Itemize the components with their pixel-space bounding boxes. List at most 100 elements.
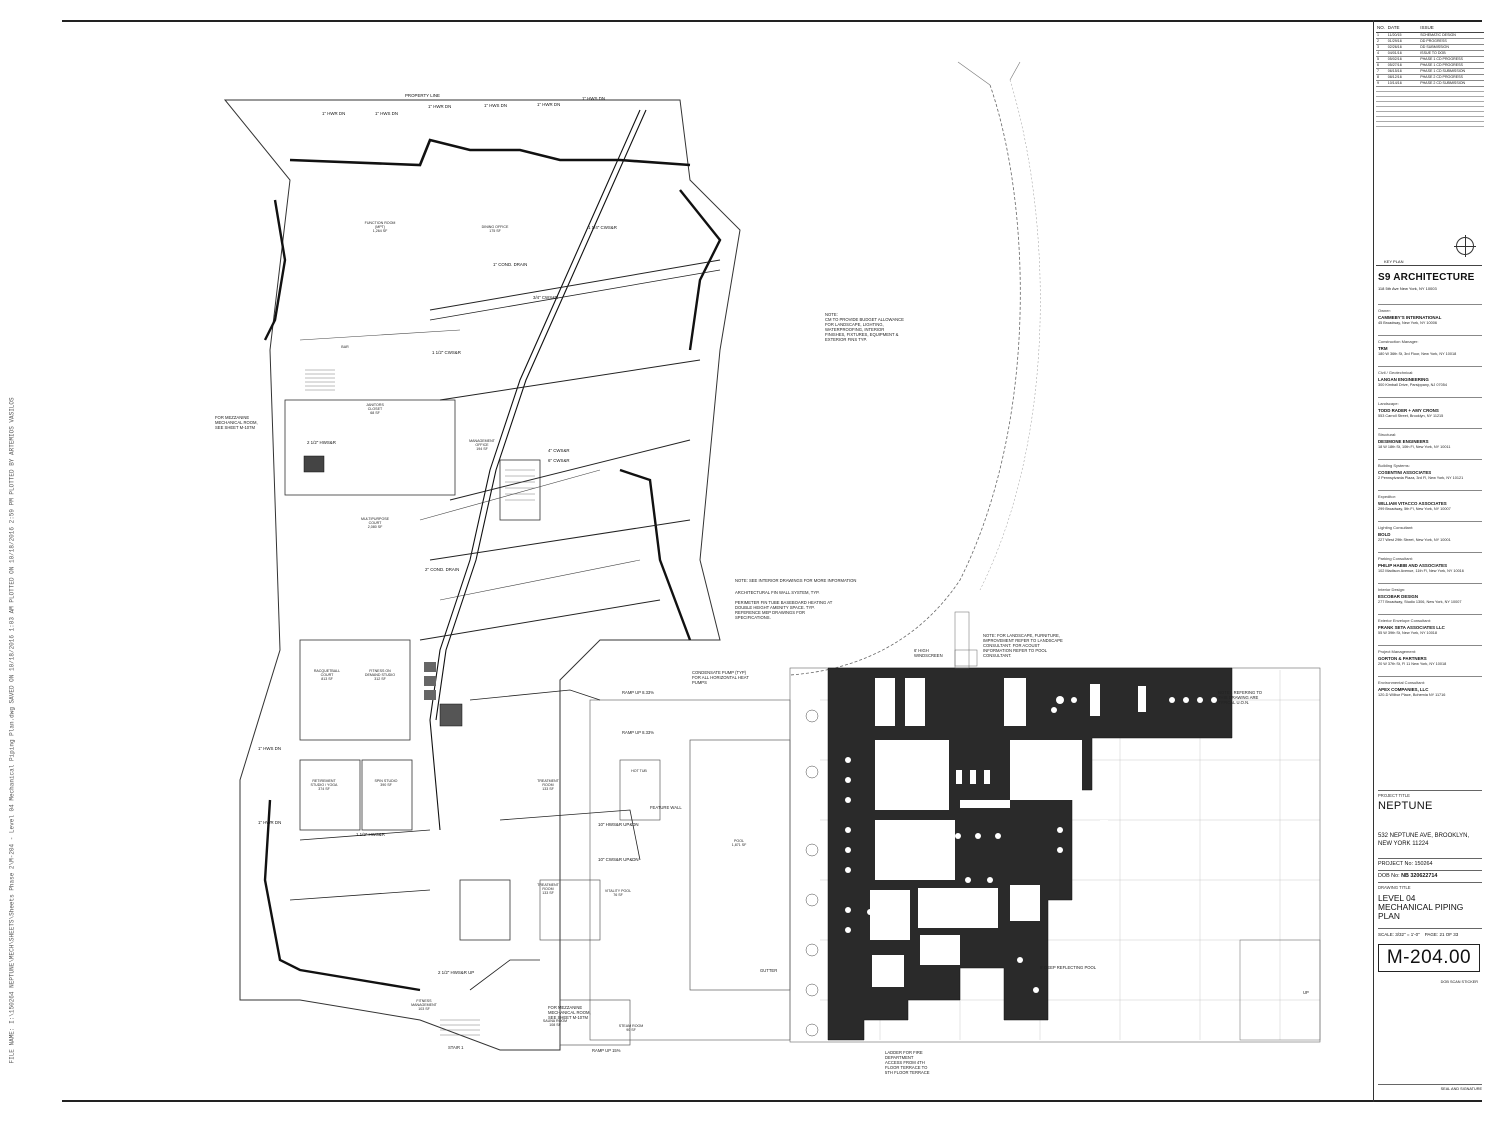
consultant-role: Exterior Envelope Consultant: (1378, 618, 1431, 623)
project-title-label: PROJECT TITLE (1378, 790, 1482, 798)
room-wall (361, 759, 413, 831)
consultant-firm: TRM (1378, 346, 1388, 351)
pipe-label: 1 1/2" HWS&R (356, 832, 385, 837)
grid-line (957, 61, 991, 86)
room-label: SAUNA ROOM 108 SF (542, 1019, 568, 1027)
room-label: RETIREMENT STUDIO / YOGA 374 SF (310, 779, 338, 791)
drawing-title-label: DRAWING TITLE (1378, 881, 1482, 890)
revision-date: 04/01/16 (1386, 50, 1420, 57)
revision-blank-row (1376, 112, 1484, 117)
revision-issue: PHASE 2 CD SUBMISSION (1419, 80, 1484, 87)
hot-tub-wall (619, 759, 661, 821)
consultant-firm: CAMMEBY'S INTERNATIONAL (1378, 315, 1442, 320)
drawing-title-line-3: PLAN (1378, 910, 1400, 921)
revision-no: 7 (1376, 68, 1387, 75)
windscreen-label: 6' HIGH WINDSCREEN (914, 648, 943, 659)
room-label: RACQUETBALL COURT 813 SF (313, 669, 341, 681)
consultant-role: Lighting Consultant: (1378, 525, 1414, 530)
consultant-firm: COSENTINI ASSOCIATES (1378, 470, 1432, 475)
sauna-wall (559, 999, 631, 1046)
stair-wall (499, 459, 541, 521)
room-label: DINING OFFICE 175 SF (481, 225, 509, 233)
pipe-label: 1 1/4" CWS&R (588, 225, 617, 230)
consultant-role: Project Management: (1378, 649, 1417, 654)
scale-row: SCALE: 3/32" = 1'-0" PAGE: 21 OF 33 (1378, 928, 1482, 938)
pipe-label: 10" HWS&R UP&DN (598, 822, 639, 827)
room-wall (459, 879, 511, 941)
ladder-note: LADDER FOR FIRE DEPARTMENT ACCESS FROM 4… (885, 1050, 930, 1076)
mechanical-unit (303, 455, 325, 473)
budget-allowance-note: NOTE: CM TO PROVIDE BUDGET ALLOWANCE FOR… (825, 312, 904, 343)
consultant-entry: Parking Consultant:PHILIP HABIB AND ASSO… (1378, 552, 1482, 583)
north-facade (289, 138, 691, 167)
pipe-branch (469, 959, 540, 991)
southwest-facade (263, 799, 421, 992)
stair-label: STAIR 1 (448, 1045, 464, 1050)
room-label: JANITORS CLOSET 68 SF (366, 403, 384, 415)
consultant-firm: APEX COMPANIES, LLC (1378, 687, 1429, 692)
room-label: MANAGEMENT OFFICE 194 SF (469, 439, 495, 451)
consultant-entry: Exterior Envelope Consultant:FRANK SETA … (1378, 614, 1482, 645)
pipe-label: 6" CWS&R (548, 458, 570, 463)
curved-grid-arc-2 (979, 79, 1041, 591)
drawing-title-line-1: LEVEL 04 (1378, 892, 1416, 903)
condensate-pump-note: CONDENSATE PUMP (TYP) FOR ALL HORIZONTAL… (692, 670, 749, 686)
consultant-firm: LANGAN ENGINEERING (1378, 377, 1429, 382)
consultant-address: 180 W 36th St, 3rd Floor, New York, NY 1… (1378, 351, 1457, 356)
grid-line (1009, 61, 1021, 81)
property-line-label: PROPERTY LINE (405, 93, 440, 98)
revision-date: 02/26/16 (1386, 44, 1420, 51)
pipe-label: 1" HWR DN (322, 111, 346, 116)
gutter-label: GUTTER (760, 968, 778, 973)
consultant-firm: PHILIP HABIB AND ASSOCIATES (1378, 563, 1448, 568)
up-label: UP (1303, 990, 1309, 995)
architect-name: S9 ARCHITECTURE (1378, 272, 1475, 283)
pipe-main-2 (435, 109, 647, 721)
room-label: TREATMENT ROOM 133 SF (537, 779, 559, 791)
consultant-address: 45 Broadway, New York, NY 10006 (1378, 320, 1437, 325)
consultant-address: 277 Broadway, Studio 1306, New York, NY … (1378, 599, 1462, 604)
ramp-label-2: RAMP UP 8.33% (622, 730, 654, 735)
consultant-role: Environmental Consultant: (1378, 680, 1425, 685)
room-label: BAR (341, 345, 349, 349)
rev-header-issue: ISSUE (1419, 24, 1484, 33)
architect-address: 118 5th Ave New York, NY 10003 (1378, 285, 1437, 291)
revision-date: 11/20/15 (1386, 32, 1420, 39)
north-arrow-icon (1454, 235, 1476, 257)
mechanical-unit (424, 662, 436, 672)
revision-blank-row (1376, 92, 1484, 97)
rev-header-date: DATE (1386, 24, 1420, 33)
pipe-label: 1" HWR DN (537, 102, 561, 107)
pipe-branch (429, 259, 721, 311)
project-number-row: PROJECT No: 150264 (1378, 858, 1482, 870)
east-facade (679, 189, 722, 351)
project-block: PROJECT TITLE NEPTUNE 532 NEPTUNE AVE, B… (1378, 790, 1482, 985)
consultant-address: 227 West 29th Street, New York, NY 10001 (1378, 537, 1451, 542)
consultant-role: Building Systems: (1378, 463, 1410, 468)
building-outline (223, 99, 741, 1051)
revision-date: 06/15/16 (1386, 68, 1420, 75)
project-address: 532 NEPTUNE AVE, BROOKLYN, NEW YORK 1122… (1378, 833, 1470, 848)
revision-issue: PHASE 2 CD PROGRESS (1419, 74, 1484, 81)
page-label: PAGE: (1424, 932, 1439, 938)
column-grid-markers (805, 709, 819, 1037)
pipe-branch (469, 689, 601, 701)
typical-note: NOTES REFERING TO THIS DRAWING ARE TYPIC… (1218, 690, 1263, 706)
revision-no: 2 (1376, 38, 1387, 45)
revision-issue: DD PROGRESS (1419, 38, 1484, 45)
mechanical-unit (424, 676, 436, 686)
revision-no: 1 (1376, 32, 1387, 39)
revision-date: 08/12/16 (1386, 74, 1420, 81)
page-value: 21 OF 33 (1439, 932, 1459, 938)
consultant-firm: GORTON & PARTNERS (1378, 656, 1427, 661)
room-label: TREATMENT ROOM 133 SF (537, 883, 559, 895)
pipe-branch (419, 599, 661, 641)
room-wall (284, 399, 456, 496)
